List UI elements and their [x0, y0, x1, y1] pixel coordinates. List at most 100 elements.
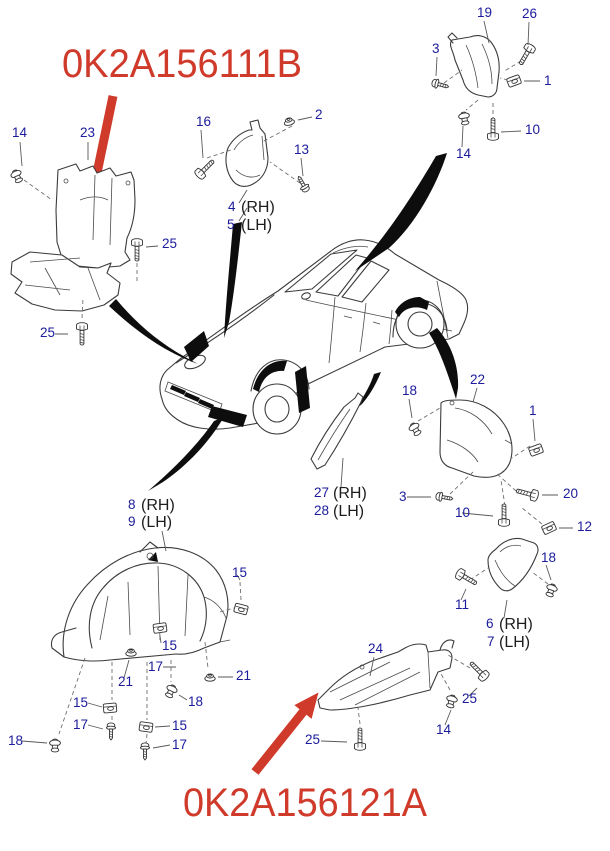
push-clip-18-icon: [162, 682, 179, 700]
bolt-10-icon: [487, 117, 499, 141]
callout-6-side: (RH): [499, 616, 533, 633]
push-clip-14-icon: [457, 110, 472, 127]
callout-2: 2: [315, 107, 323, 122]
callout-25: 25: [462, 691, 477, 706]
callout-5-side: (LH): [241, 217, 272, 234]
arrow-rear-wheel-guard-icon: [429, 328, 459, 399]
callout-18: 18: [402, 383, 417, 398]
callout-25: 25: [305, 732, 320, 747]
callout-1: 1: [529, 403, 537, 418]
callout-21: 21: [236, 668, 251, 683]
nut-2-icon: [282, 116, 296, 127]
callout-14: 14: [456, 146, 472, 161]
arrow-front-flap-icon: [224, 222, 242, 338]
callout-27-side: (RH): [333, 485, 367, 502]
callout-13: 13: [294, 142, 309, 157]
nut-21-icon: [125, 648, 137, 657]
callout-25: 25: [40, 325, 55, 340]
part-19-guard-bracket: [447, 32, 500, 98]
callout-17: 17: [172, 737, 187, 752]
clip-15-icon: [152, 622, 168, 634]
callout-23: 23: [80, 125, 95, 140]
part-4-5-front-mud-guard: [225, 119, 269, 187]
callout-18: 18: [188, 694, 203, 709]
callout-14: 14: [12, 125, 28, 140]
bolt-20-icon: [514, 484, 540, 503]
part-24-side-under-cover: [317, 639, 455, 711]
callout-28-side: (LH): [333, 503, 364, 520]
callout-28: 28: [314, 503, 329, 518]
part-6-7-rear-mud-guard: [487, 537, 539, 592]
callout-9: 9: [128, 514, 136, 529]
screw-3-icon: [430, 77, 451, 92]
callout-labels: 14 23 25 25 16 2 13 4 (RH) 5 (LH) 19 26 …: [8, 5, 592, 752]
clip-1-icon: [527, 443, 545, 457]
clip-15-icon: [233, 602, 249, 616]
screw-13-icon: [294, 173, 312, 195]
part-27-28-stone-guard: [310, 392, 364, 470]
callout-15: 15: [232, 565, 247, 580]
arrow-wheel-liner-icon: [148, 417, 224, 491]
push-clip-14-icon: [9, 167, 26, 185]
callout-3: 3: [432, 41, 440, 56]
clip-15-icon: [138, 721, 154, 733]
red-arrow-lower: [251, 692, 319, 775]
clip-12-icon: [540, 520, 558, 536]
part-number-upper: 0K2A156111B: [62, 42, 302, 86]
bolt-10-icon: [498, 503, 510, 527]
callout-7-side: (LH): [499, 634, 530, 651]
callout-10: 10: [455, 505, 470, 520]
callout-16: 16: [196, 114, 211, 129]
clip-15-icon: [102, 702, 118, 714]
callout-18: 18: [541, 550, 556, 565]
callout-17: 17: [148, 659, 163, 674]
callout-14: 14: [436, 722, 452, 737]
bolt-25-icon: [131, 238, 143, 262]
push-clip-18-icon: [49, 738, 61, 753]
screw-17-icon: [105, 722, 117, 741]
callout-15: 15: [172, 718, 187, 733]
part-23-under-cover: [10, 163, 136, 312]
callout-17: 17: [73, 717, 88, 732]
clip-1-icon: [505, 74, 523, 88]
bolt-16-icon: [193, 156, 218, 181]
arrow-under-cover-icon: [109, 299, 198, 364]
assembly-dashed-lines: [23, 60, 549, 745]
callout-15: 15: [73, 695, 88, 710]
bolt-25-icon: [466, 658, 491, 683]
bolt-25-icon: [76, 322, 88, 346]
push-clip-18-icon: [406, 420, 424, 438]
callout-11: 11: [455, 597, 469, 612]
callout-5: 5: [227, 217, 235, 232]
callout-7: 7: [487, 634, 495, 649]
callout-8: 8: [128, 497, 136, 512]
callout-27: 27: [314, 485, 329, 500]
bolt-25-icon: [354, 727, 366, 751]
callout-3: 3: [399, 489, 407, 504]
push-clip-18-icon: [543, 582, 559, 599]
nut-21-icon: [204, 673, 216, 682]
car-illustration: [159, 239, 469, 435]
callout-21: 21: [118, 674, 133, 689]
callout-6: 6: [486, 616, 494, 631]
screw-17-icon: [139, 742, 151, 761]
label-leader-lines: [19, 20, 573, 749]
bolt-26-icon: [515, 41, 537, 68]
callout-8-side: (RH): [141, 497, 175, 514]
part-8-9-wheel-liner: [50, 541, 231, 662]
part-22-rear-wheel-guard: [439, 399, 513, 478]
callout-15: 15: [162, 638, 177, 653]
arrow-rear-guard-icon: [355, 153, 447, 271]
callout-10: 10: [525, 122, 540, 137]
push-clip-14-icon: [444, 693, 459, 710]
callout-12: 12: [577, 519, 592, 534]
callout-19: 19: [477, 5, 492, 20]
bolt-11-icon: [453, 567, 480, 589]
part-number-lower: 0K2A156121A: [183, 781, 427, 825]
callout-1: 1: [544, 73, 552, 88]
callout-9-side: (LH): [141, 514, 172, 531]
callout-26: 26: [522, 6, 537, 21]
callout-4: 4: [228, 199, 236, 214]
